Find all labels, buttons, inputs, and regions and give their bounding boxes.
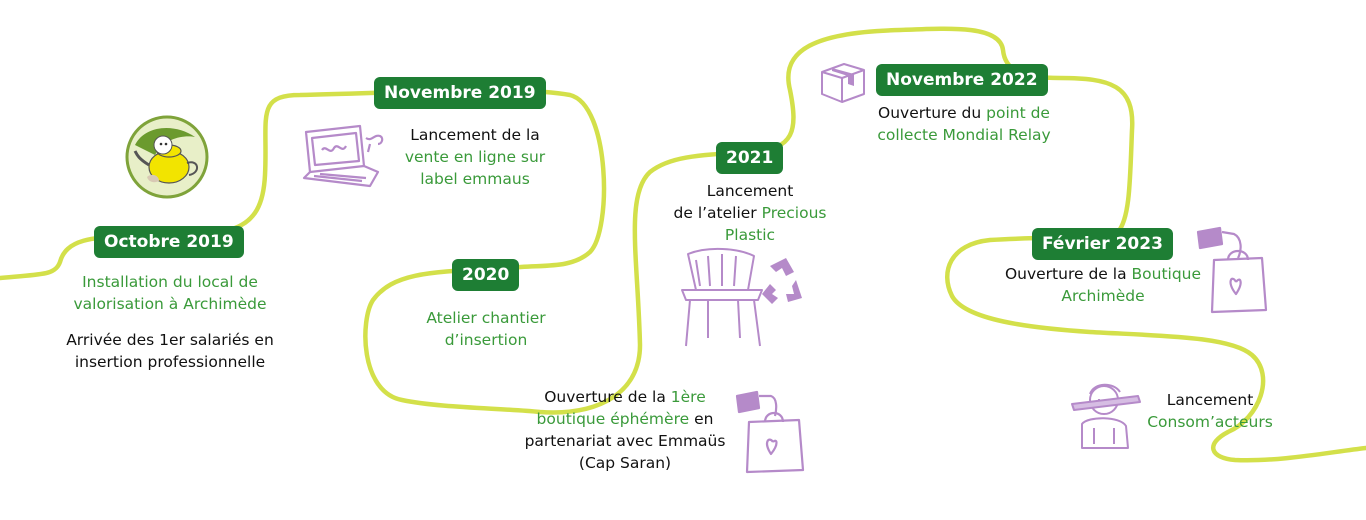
milestone-line: partenariat avec Emmaüs <box>524 432 726 450</box>
milestone-date-2021: 2021 <box>716 142 784 174</box>
milestone-line-part: Boutique <box>1131 265 1202 283</box>
milestone-line-part: point de <box>986 104 1050 122</box>
person-pencil-icon <box>1071 383 1141 449</box>
milestone-line-part: Ouverture du <box>878 104 987 122</box>
plastic-chair-recycle-icon <box>681 247 802 347</box>
milestone-text-fevrier-2023: Ouverture de la Boutique Archimède <box>984 263 1222 307</box>
milestone-note-line: Arrivée des 1er salariés en <box>66 331 274 349</box>
parcel-box-icon <box>821 63 865 103</box>
milestone-line: Lancement <box>706 182 794 200</box>
milestone-note-line: insertion professionnelle <box>74 353 266 371</box>
milestone-text-2020: Atelier chantier d’insertion <box>400 307 572 351</box>
milestone-line: vente en ligne sur <box>404 148 546 166</box>
milestone-line: collecte Mondial Relay <box>877 126 1051 144</box>
milestone-line: Plastic <box>724 226 776 244</box>
milestone-date-novembre-2022: Novembre 2022 <box>876 64 1048 96</box>
milestone-line: Ouverture de la Boutique <box>984 263 1222 285</box>
milestone-line: Atelier chantier <box>426 309 546 327</box>
milestone-line: Installation du local de <box>82 273 258 291</box>
milestone-date-fevrier-2023: Février 2023 <box>1032 228 1173 260</box>
milestone-line: Archimède <box>1061 287 1145 305</box>
milestone-date-2020: 2020 <box>452 259 520 291</box>
milestone-text-consomacteurs: Lancement Consom’acteurs <box>1130 389 1290 433</box>
milestone-text-novembre-2019: Lancement de la vente en ligne sur label… <box>380 124 570 190</box>
milestone-line: Consom’acteurs <box>1147 413 1273 431</box>
milestone-line: Ouverture de la 1ère <box>505 386 745 408</box>
milestone-line-part: Ouverture de la <box>1004 265 1132 283</box>
milestone-line-part: Ouverture de la <box>544 388 671 406</box>
milestone-line-part: 1ère <box>670 388 706 406</box>
milestone-line: valorisation à Archimède <box>73 295 267 313</box>
milestone-line-part: Precious <box>761 204 827 222</box>
milestone-line-part: boutique éphémère <box>536 410 690 428</box>
milestone-line: label emmaus <box>420 170 530 188</box>
milestone-line: d’insertion <box>444 331 528 349</box>
milestone-line: de l’atelier Precious <box>652 202 848 224</box>
milestone-text-2021: Lancement de l’atelier Precious Plastic <box>652 180 848 246</box>
milestone-date-octobre-2019: Octobre 2019 <box>94 226 244 258</box>
milestone-line: (Cap Saran) <box>578 454 672 472</box>
milestone-line: boutique éphémère en <box>505 408 745 430</box>
milestone-line: Lancement de la <box>410 126 540 144</box>
milestone-text-novembre-2022: Ouverture du point de collecte Mondial R… <box>852 102 1076 146</box>
milestone-line: Ouverture du point de <box>852 102 1076 124</box>
teapot-logo-icon <box>125 115 209 199</box>
milestone-date-novembre-2019: Novembre 2019 <box>374 77 546 109</box>
milestone-line-part: de l’atelier <box>673 204 762 222</box>
laptop-icon <box>302 124 384 188</box>
shopping-bag-icon <box>735 390 805 474</box>
milestone-text-boutique-ephemere: Ouverture de la 1ère boutique éphémère e… <box>505 386 745 474</box>
shopping-bag-icon <box>1196 226 1268 314</box>
milestone-line-part: en <box>689 410 714 428</box>
milestone-text-octobre-2019: Installation du local de valorisation à … <box>40 271 300 373</box>
milestone-line: Lancement <box>1166 391 1254 409</box>
